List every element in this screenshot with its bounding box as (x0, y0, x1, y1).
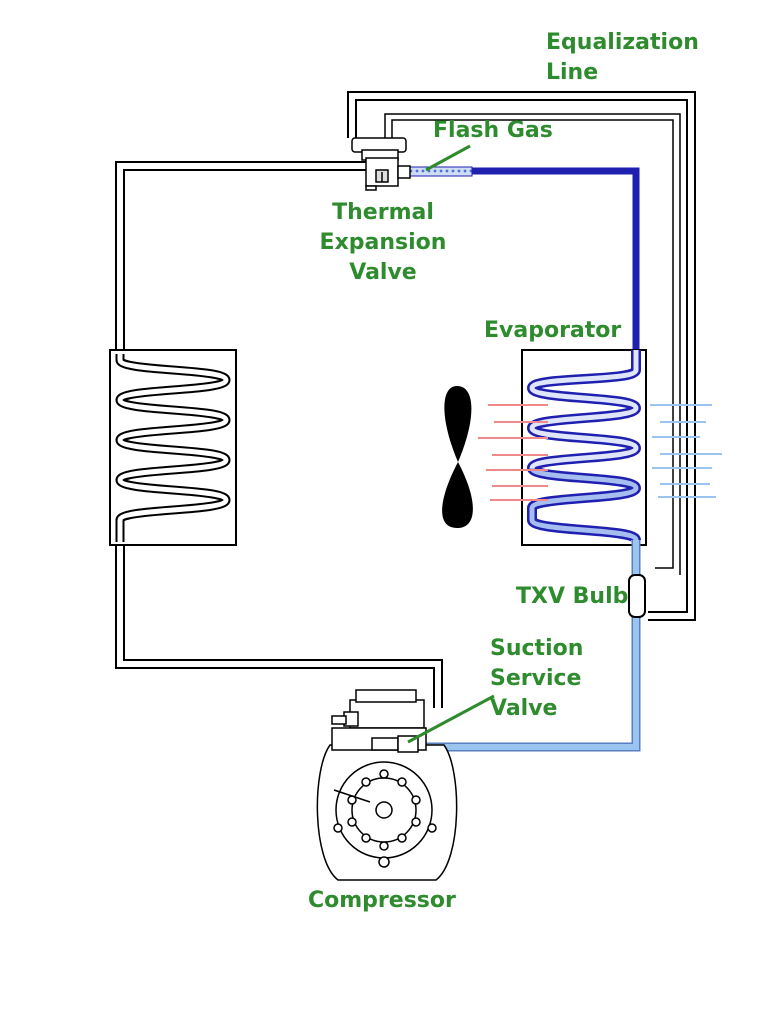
flash-gas-label: Flash Gas (433, 118, 553, 143)
equalization-inner-line (384, 113, 681, 575)
flash-gas-segment (409, 166, 473, 177)
suction-valve-leader (407, 694, 495, 744)
thermal-expansion-valve (351, 137, 411, 191)
discharge-line (115, 545, 443, 708)
thermal-expansion-valve-label: Thermal Expansion Valve (319, 200, 447, 285)
evaporator (521, 349, 647, 546)
compressor-label: Compressor (308, 888, 456, 913)
condenser (109, 349, 237, 546)
flash-gas-leader (425, 144, 471, 172)
txv-bulb (628, 574, 646, 618)
equalization-line (347, 91, 696, 621)
warm-air-lines (478, 404, 548, 501)
liquid-line (115, 161, 368, 350)
cool-air-lines (650, 404, 722, 498)
suction-service-valve-label: Suction Service Valve (490, 636, 584, 721)
liquid-vapor-line (472, 167, 640, 372)
evaporator-label: Evaporator (484, 318, 622, 343)
txv-bulb-label: TXV Bulb (516, 584, 629, 609)
compressor (316, 689, 458, 881)
equalization-line-label: Equalization Line (546, 30, 699, 85)
fan-icon (442, 386, 473, 528)
